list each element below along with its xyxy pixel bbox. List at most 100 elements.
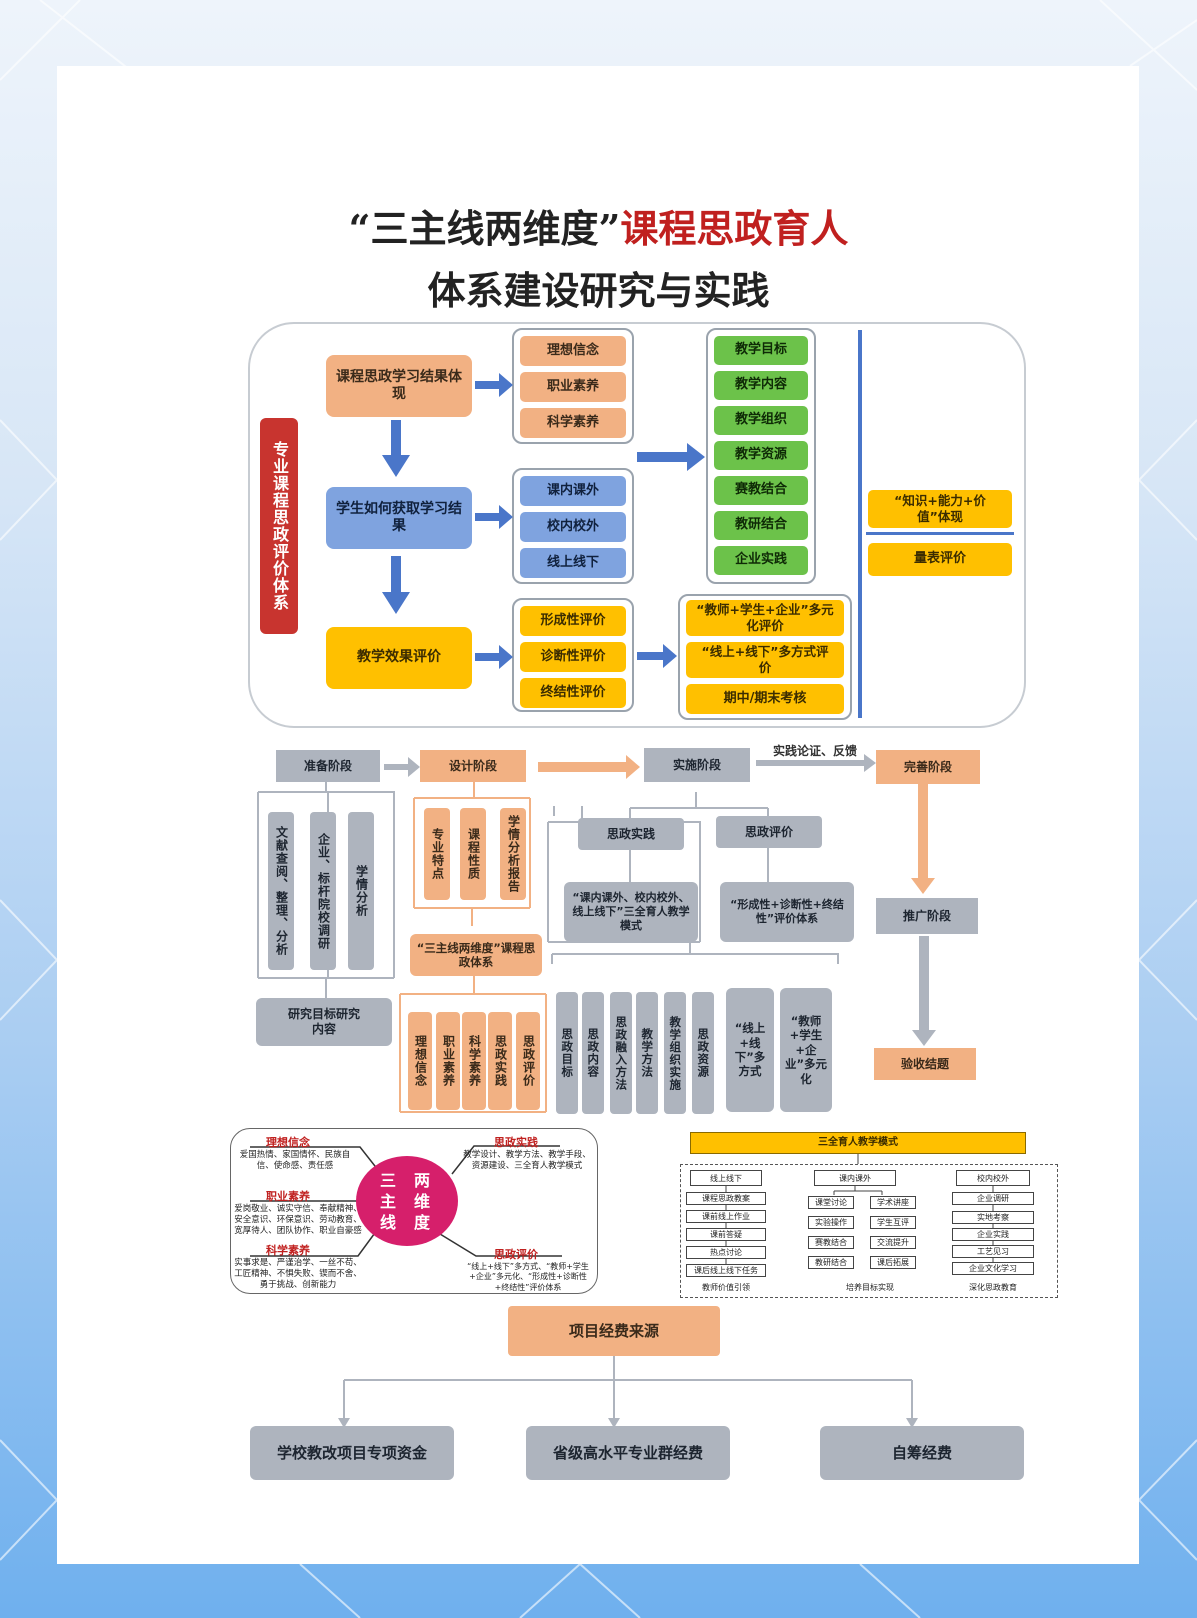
stage-prepare: 准备阶段 [276, 750, 380, 782]
model-col2-left4: 教研结合 [808, 1256, 854, 1269]
impl-eval-desc: “形成性+诊断性+终结性”评价体系 [720, 882, 854, 942]
model-frame [680, 1164, 1058, 1298]
model-col3-item4: 工艺见习 [952, 1245, 1034, 1258]
model-header: 三全育人教学模式 [690, 1132, 1026, 1154]
stage-implement: 实施阶段 [644, 748, 750, 782]
stage-accept: 验收结题 [874, 1048, 976, 1080]
model-col1-caption: 教师价值引领 [702, 1283, 750, 1292]
mindmap-center-col1: 三 主 线 [378, 1170, 398, 1233]
impl-bottom-1: 思政目标 [556, 992, 578, 1114]
item-teaching-resource: 教学资源 [714, 441, 808, 470]
item-scale-eval: 量表评价 [868, 543, 1012, 576]
design-bottom-2: 职业素养 [436, 1012, 460, 1110]
funding-self: 自筹经费 [820, 1426, 1024, 1480]
center-char-2: 主 [379, 1192, 396, 1211]
prep-col-literature: 文献查阅、整理、分析 [268, 812, 294, 970]
item-multi-eval: “教师+学生+企业”多元化评价 [686, 600, 844, 636]
model-col1-item2: 课前线上作业 [686, 1210, 766, 1223]
impl-evaluation: 思政评价 [716, 816, 822, 848]
stage-promote: 推广阶段 [876, 898, 978, 934]
left-box-how-students: 学生如何获取学习结果 [326, 487, 472, 549]
model-col2-right1: 学术讲座 [870, 1196, 916, 1209]
impl-bottom-6: 思政资源 [692, 992, 714, 1114]
mm-title-professional: 职业素养 [266, 1190, 310, 1203]
mm-text-professional: 爱岗敬业、诚实守信、奉献精神、安全意识、环保意识、劳动教育、宽厚待人、团队协作、… [234, 1204, 362, 1237]
mm-text-scientific: 实事求是、严谨治学、一丝不苟、工匠精神、不惧失败、锲而不舍、勇于挑战、创新能力 [234, 1258, 362, 1291]
prep-result: 研究目标研究内容 [256, 998, 392, 1046]
item-in-out-school: 校内校外 [520, 512, 626, 542]
main-title-line1: “三主线两维度”课程思政育人 [0, 198, 1197, 253]
impl-practice-desc: “课内课外、校内校外、线上线下”三全育人教学模式 [564, 882, 698, 942]
item-ideal-belief: 理想信念 [520, 336, 626, 366]
evaluation-system-frame [248, 322, 1026, 728]
mm-title-practice: 思政实践 [494, 1136, 538, 1149]
impl-practice: 思政实践 [578, 818, 684, 850]
center-char-5: 维 [413, 1192, 430, 1211]
item-teaching-content: 教学内容 [714, 371, 808, 400]
side-label: 专业课程思政评价体系 [260, 418, 298, 634]
main-title-line2: 体系建设研究与实践 [427, 268, 770, 313]
model-col1-item5: 课后线上线下任务 [686, 1264, 766, 1277]
item-scientific: 科学素养 [520, 408, 626, 438]
item-professional: 职业素养 [520, 372, 626, 402]
funding-school: 学校教改项目专项资金 [250, 1426, 454, 1480]
title-part2: 课程思政育人 [620, 206, 849, 251]
title-part1: “三主线两维度” [348, 206, 621, 251]
design-bottom-3: 科学素养 [462, 1012, 486, 1110]
center-char-3: 线 [379, 1213, 396, 1232]
left-box-teaching-eval: 教学效果评价 [326, 627, 472, 689]
mm-text-eval: “线上+线下”多方式、“教师+学生+企业”多元化、“形成性+诊断性+终结性”评价… [467, 1262, 589, 1292]
model-col3-item1: 企业调研 [952, 1192, 1034, 1205]
impl-bottom-4: 教学方法 [636, 992, 658, 1114]
item-diagnostic: 诊断性评价 [520, 642, 626, 672]
model-col2-head: 课内课外 [814, 1170, 896, 1186]
mindmap-center [356, 1156, 458, 1246]
impl-bottom-multi: “教师+学生+企业”多元化 [780, 988, 832, 1112]
design-bottom-1: 理想信念 [408, 1012, 432, 1110]
item-competition: 赛教结合 [714, 476, 808, 505]
impl-bottom-5: 教学组织实施 [664, 992, 686, 1114]
model-col2-right2: 学生互评 [870, 1216, 916, 1229]
model-col3-head: 校内校外 [956, 1170, 1030, 1186]
item-in-out-class: 课内课外 [520, 476, 626, 506]
item-exam: 期中/期末考核 [686, 684, 844, 714]
center-char-6: 度 [413, 1213, 430, 1232]
model-col1-item4: 热点讨论 [686, 1246, 766, 1259]
model-col1-item1: 课程思政教案 [686, 1192, 766, 1205]
item-summative: 终结性评价 [520, 678, 626, 708]
item-multi-method: “线上+线下”多方式评价 [686, 642, 844, 678]
model-col3-caption: 深化思政教育 [969, 1283, 1017, 1292]
model-col3-item5: 企业文化学习 [952, 1262, 1034, 1275]
model-col2-left1: 课堂讨论 [808, 1196, 854, 1209]
design-col-report: 学情分析报告 [500, 808, 526, 900]
model-col3-item3: 企业实践 [952, 1228, 1034, 1241]
model-col3-item2: 实地考察 [952, 1211, 1034, 1224]
stage-refine: 完善阶段 [876, 750, 980, 784]
model-col2-right3: 交流提升 [870, 1236, 916, 1249]
divider-vertical [858, 330, 862, 718]
design-bottom-4: 思政实践 [488, 1012, 512, 1110]
impl-bottom-online: “线上+线下”多方式 [726, 988, 774, 1112]
stage-design: 设计阶段 [420, 750, 526, 782]
divider-horizontal [866, 532, 1014, 535]
design-col-specialty: 专业特点 [424, 808, 450, 900]
mm-text-practice: 教学设计、教学方法、教学手段、资源建设、三全育人教学模式 [463, 1150, 591, 1172]
impl-bottom-2: 思政内容 [582, 992, 604, 1114]
impl-bottom-3: 思政融入方法 [610, 992, 632, 1114]
prep-col-survey: 企业、标杆院校调研 [310, 812, 336, 970]
item-research: 教研结合 [714, 511, 808, 540]
design-bottom-5: 思政评价 [516, 1012, 540, 1110]
mm-title-eval: 思政评价 [494, 1248, 538, 1261]
funding-province: 省级高水平专业群经费 [526, 1426, 730, 1480]
mindmap-center-col2: 两 维 度 [412, 1170, 432, 1233]
model-col2-left2: 实验操作 [808, 1216, 854, 1229]
center-char-1: 三 [379, 1171, 396, 1190]
mm-title-scientific: 科学素养 [266, 1244, 310, 1257]
item-formative: 形成性评价 [520, 606, 626, 636]
left-box-learning-result: 课程思政学习结果体现 [326, 355, 472, 417]
item-teaching-org: 教学组织 [714, 406, 808, 435]
